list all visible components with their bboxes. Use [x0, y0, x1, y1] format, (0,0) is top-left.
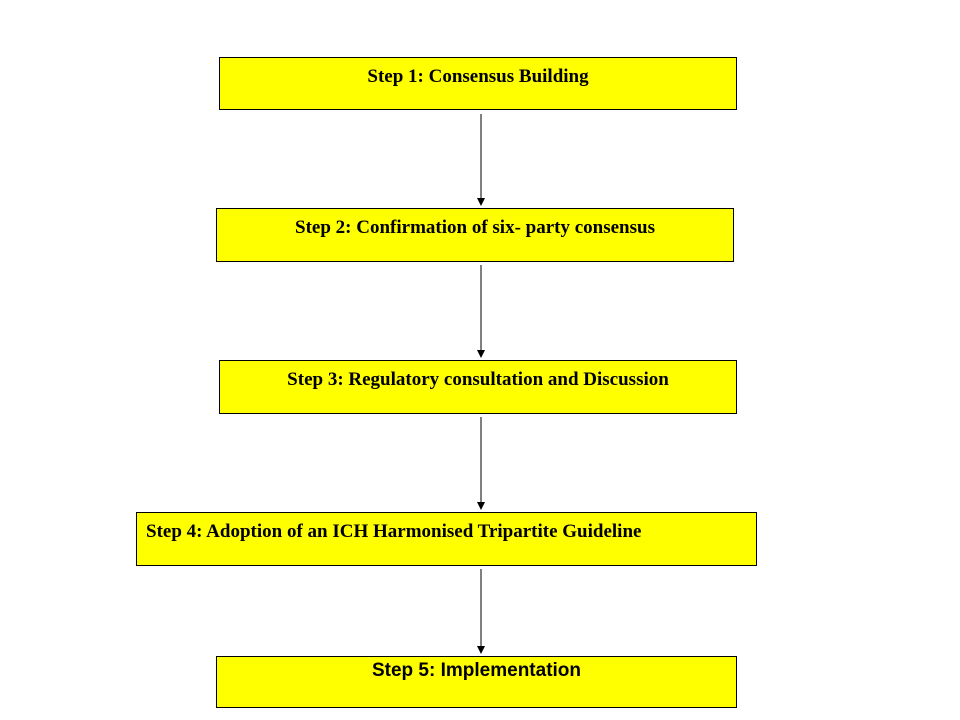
step-3-label: Step 3 — [287, 369, 338, 390]
step-5-label: Step 5 — [371, 660, 429, 681]
step-3-box: Step 3: Regulatory consultation and Disc… — [219, 360, 737, 414]
step-5-text: Step 5: Implementation — [217, 659, 736, 683]
step-2-text: Step 2: Confirmation of six- party conse… — [217, 216, 733, 240]
step-3-description: : Regulatory consultation and Discussion — [337, 369, 669, 390]
step-2-label: Step 2 — [295, 217, 346, 238]
step-2-description: : Confirmation of six- party consensus — [345, 217, 655, 238]
step-1-description: : Consensus Building — [417, 66, 589, 87]
step-4-description: : Adoption of an ICH Harmonised Triparti… — [196, 521, 642, 542]
step-4-box: Step 4: Adoption of an ICH Harmonised Tr… — [136, 512, 757, 566]
step-1-label: Step 1 — [367, 66, 418, 87]
step-1-text: Step 1: Consensus Building — [220, 65, 736, 89]
step-4-label: Step 4 — [146, 521, 197, 542]
step-3-text: Step 3: Regulatory consultation and Disc… — [220, 368, 736, 392]
step-5-description: : Implementation — [429, 660, 582, 681]
step-2-box: Step 2: Confirmation of six- party conse… — [216, 208, 734, 262]
step-4-text: Step 4: Adoption of an ICH Harmonised Tr… — [146, 520, 641, 544]
step-1-box: Step 1: Consensus Building — [219, 57, 737, 110]
step-5-box: Step 5: Implementation — [216, 656, 737, 708]
